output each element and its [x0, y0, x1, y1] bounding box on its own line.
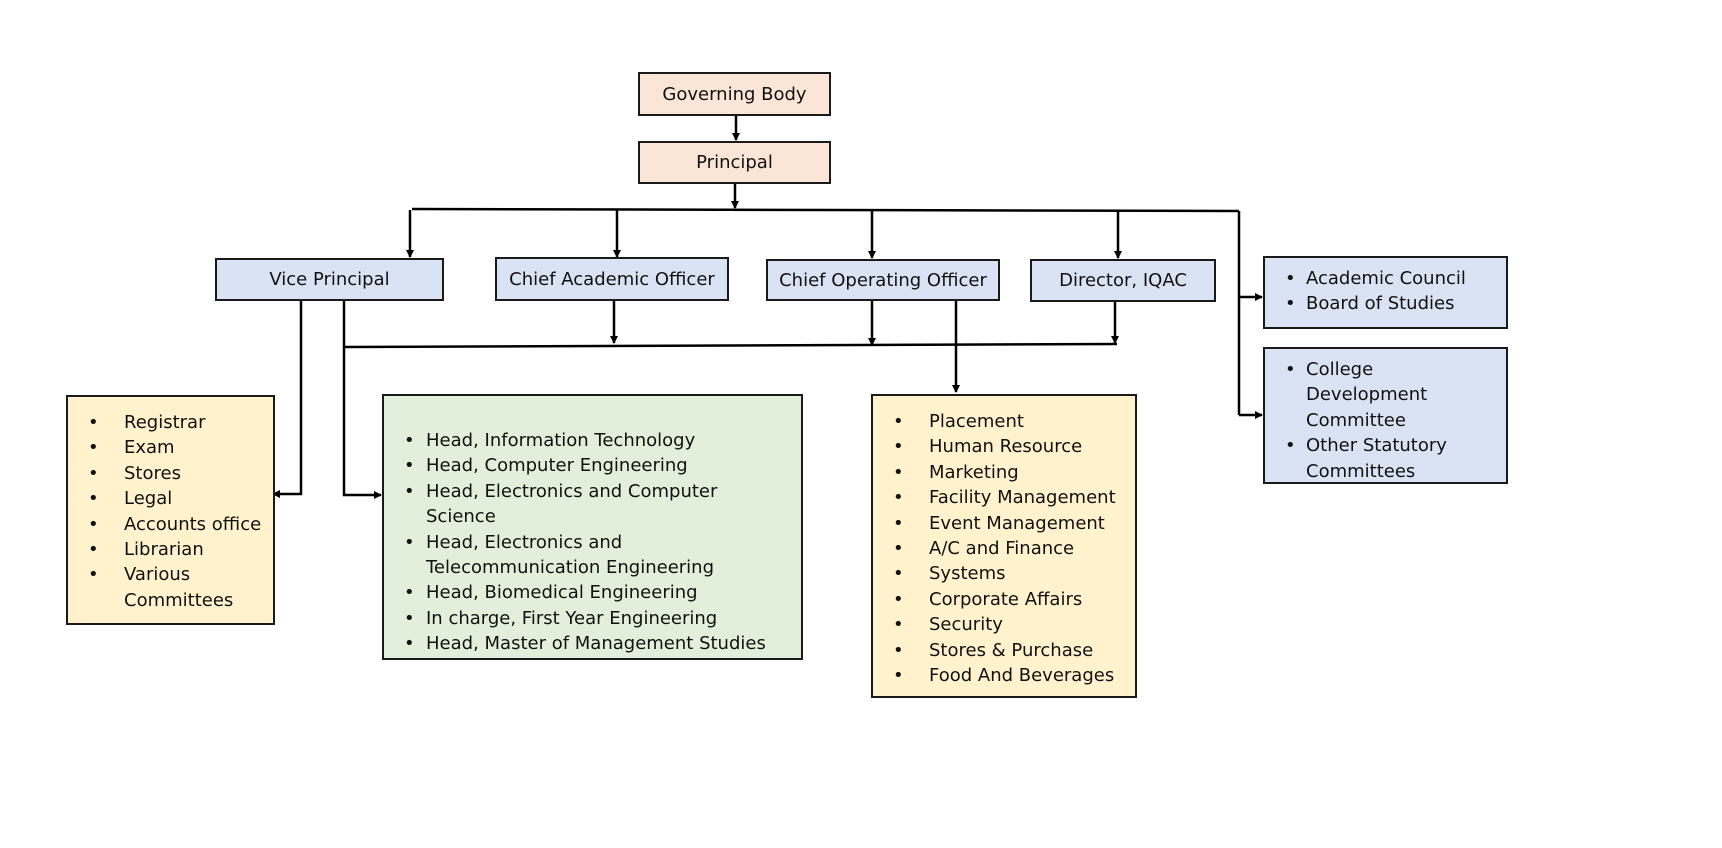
councils-box: Academic Council Board of Studies	[1263, 256, 1508, 329]
list-item: Exam	[68, 435, 273, 461]
vp-admin-box: Registrar Exam Stores Legal Accounts off…	[66, 395, 275, 625]
list-item: Board of Studies	[1265, 291, 1496, 317]
list-item: Food And Beverages	[873, 663, 1135, 689]
list-item: Head, Electronics and Telecommunication …	[384, 530, 781, 581]
list-item: Librarian	[68, 537, 273, 563]
node-principal: Principal	[638, 141, 831, 184]
list-item: Security	[873, 612, 1135, 638]
list-item: Stores	[68, 461, 273, 487]
list-item: Other Statutory Committees	[1265, 433, 1496, 484]
node-vice-principal: Vice Principal	[215, 258, 444, 301]
list-item: Legal	[68, 486, 273, 512]
list-item: Event Management	[873, 511, 1135, 537]
node-chief-academic-officer: Chief Academic Officer	[495, 257, 729, 301]
list-item: Head, Master of Management Studies	[384, 631, 781, 657]
operations-list: Placement Human Resource Marketing Facil…	[873, 409, 1135, 689]
list-item: College Development Committee	[1265, 357, 1496, 433]
vp-admin-list: Registrar Exam Stores Legal Accounts off…	[68, 410, 273, 613]
node-label: Chief Academic Officer	[509, 268, 715, 290]
node-director-iqac: Director, IQAC	[1030, 259, 1216, 302]
committees-box: College Development Committee Other Stat…	[1263, 347, 1508, 484]
list-item: Marketing	[873, 460, 1135, 486]
list-item: Academic Council	[1265, 266, 1496, 292]
list-item: Placement	[873, 409, 1135, 435]
list-item: Accounts office	[68, 512, 273, 538]
node-label: Director, IQAC	[1059, 270, 1187, 291]
list-item: Various Committees	[68, 562, 273, 613]
list-item: Stores & Purchase	[873, 638, 1135, 664]
list-item: A/C and Finance	[873, 536, 1135, 562]
list-item: Systems	[873, 561, 1135, 587]
committees-list: College Development Committee Other Stat…	[1265, 357, 1506, 484]
node-label: Chief Operating Officer	[779, 269, 987, 291]
councils-list: Academic Council Board of Studies	[1265, 266, 1506, 317]
node-governing-body: Governing Body	[638, 72, 831, 116]
list-item: Facility Management	[873, 485, 1135, 511]
list-item: Human Resource	[873, 434, 1135, 460]
node-label: Vice Principal	[269, 269, 390, 290]
list-item: Corporate Affairs	[873, 587, 1135, 613]
departments-list: Head, Information Technology Head, Compu…	[384, 428, 801, 657]
list-item: Head, Information Technology	[384, 428, 781, 454]
list-item: Head, Electronics and Computer Science	[384, 479, 781, 530]
departments-box: Head, Information Technology Head, Compu…	[382, 394, 803, 660]
operations-box: Placement Human Resource Marketing Facil…	[871, 394, 1137, 698]
list-item: In charge, First Year Engineering	[384, 606, 781, 632]
node-chief-operating-officer: Chief Operating Officer	[766, 259, 1000, 301]
list-item: Registrar	[68, 410, 273, 436]
node-label: Principal	[696, 152, 773, 173]
list-item: Head, Computer Engineering	[384, 453, 781, 479]
list-item: Head, Biomedical Engineering	[384, 580, 781, 606]
node-label: Governing Body	[662, 83, 807, 105]
